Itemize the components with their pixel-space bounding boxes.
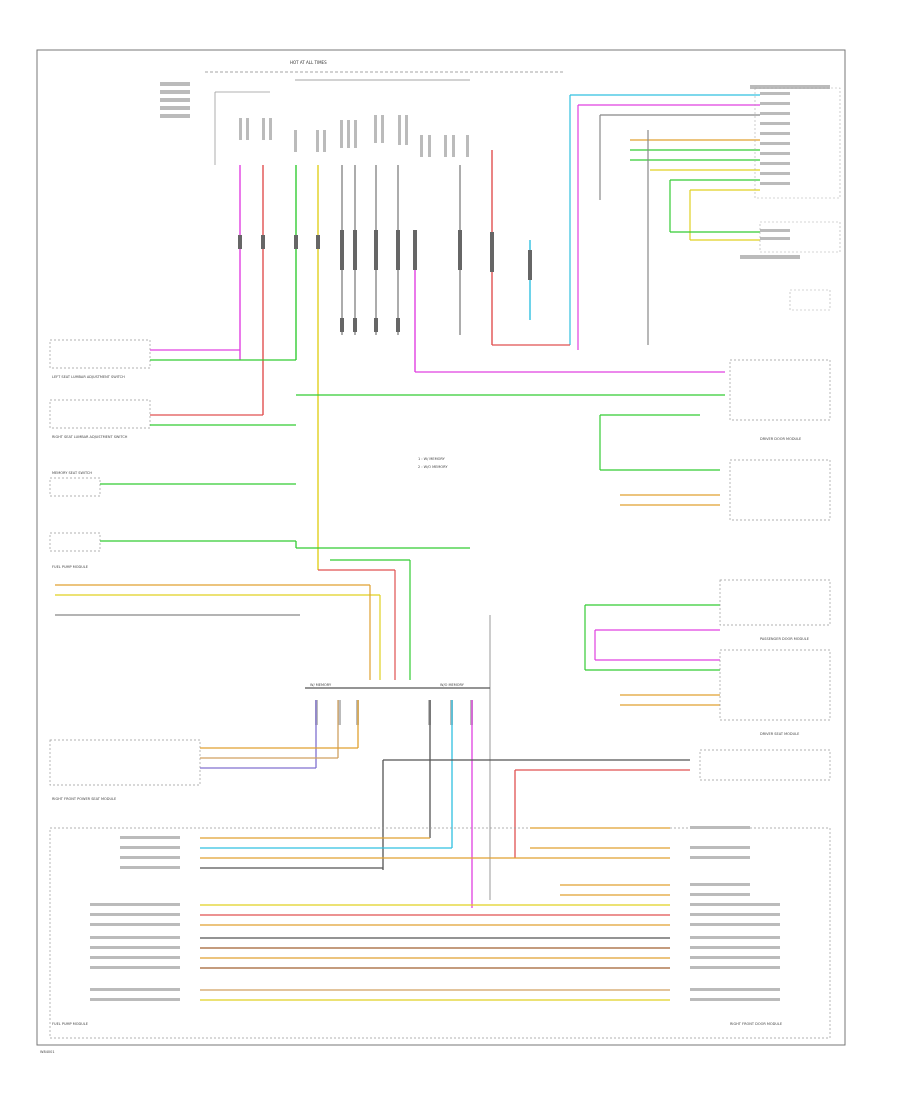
right-mid-modules: DRIVER DOOR MODULE PASSENGER DOOR MODULE… bbox=[719, 359, 831, 736]
rear-module-box bbox=[699, 749, 831, 781]
left-horizontal-wires bbox=[100, 349, 725, 549]
note-without-memory: 2 : W/O MEMORY bbox=[418, 465, 448, 469]
small-switch-box bbox=[789, 289, 831, 311]
right-module-label-3: DRIVER SEAT MODULE bbox=[760, 732, 799, 736]
driver-door-module-box bbox=[754, 87, 841, 199]
lower-vertical-wires bbox=[315, 700, 690, 908]
top-right-pin-labels bbox=[740, 85, 830, 259]
splice-label-1: W/ MEMORY bbox=[310, 683, 332, 687]
splice-block: W/ MEMORY W/O MEMORY bbox=[305, 683, 490, 725]
fuse-box: HOT AT ALL TIMES bbox=[205, 60, 565, 81]
splice-label-2: W/O MEMORY bbox=[440, 683, 465, 687]
bottom-left-caption: FUEL PUMP MODULE bbox=[52, 1022, 88, 1026]
middle-row-wires bbox=[55, 559, 491, 900]
switch-box bbox=[759, 221, 841, 253]
bottom-left-module-label: RIGHT FRONT POWER SEAT MODULE bbox=[52, 797, 116, 801]
connector-label-column bbox=[239, 115, 469, 157]
bottom-module-box bbox=[49, 827, 831, 1039]
top-right-connections bbox=[415, 94, 760, 373]
right-mid-wires bbox=[584, 414, 720, 706]
fuse-box-title: HOT AT ALL TIMES bbox=[290, 60, 327, 65]
note-with-memory: 1 : W/ MEMORY bbox=[418, 457, 446, 461]
left-module-label-1: LEFT SEAT LUMBAR ADJUSTMENT SWITCH bbox=[52, 375, 125, 379]
left-module-label-2: RIGHT SEAT LUMBAR ADJUSTMENT SWITCH bbox=[52, 435, 128, 439]
connector-markers bbox=[238, 230, 532, 332]
right-module-label-1: DRIVER DOOR MODULE bbox=[760, 437, 801, 441]
left-module-label-4: FUEL PUMP MODULE bbox=[52, 565, 88, 569]
bottom-horizontal-wires bbox=[200, 827, 670, 1001]
lower-left-module: RIGHT FRONT POWER SEAT MODULE bbox=[49, 739, 358, 801]
right-module-label-2: PASSENGER DOOR MODULE bbox=[760, 637, 809, 641]
left-modules: LEFT SEAT LUMBAR ADJUSTMENT SWITCH RIGHT… bbox=[49, 339, 151, 569]
center-note: 1 : W/ MEMORY 2 : W/O MEMORY bbox=[418, 457, 448, 469]
footer-code: W84001 bbox=[40, 1050, 55, 1054]
left-module-label-3: MEMORY SEAT SWITCH bbox=[52, 471, 92, 475]
top-left-labels bbox=[160, 82, 270, 165]
bottom-right-caption: RIGHT FRONT DOOR MODULE bbox=[730, 1022, 782, 1026]
diagram-border bbox=[36, 49, 846, 1046]
bottom-pin-labels bbox=[90, 826, 780, 1001]
